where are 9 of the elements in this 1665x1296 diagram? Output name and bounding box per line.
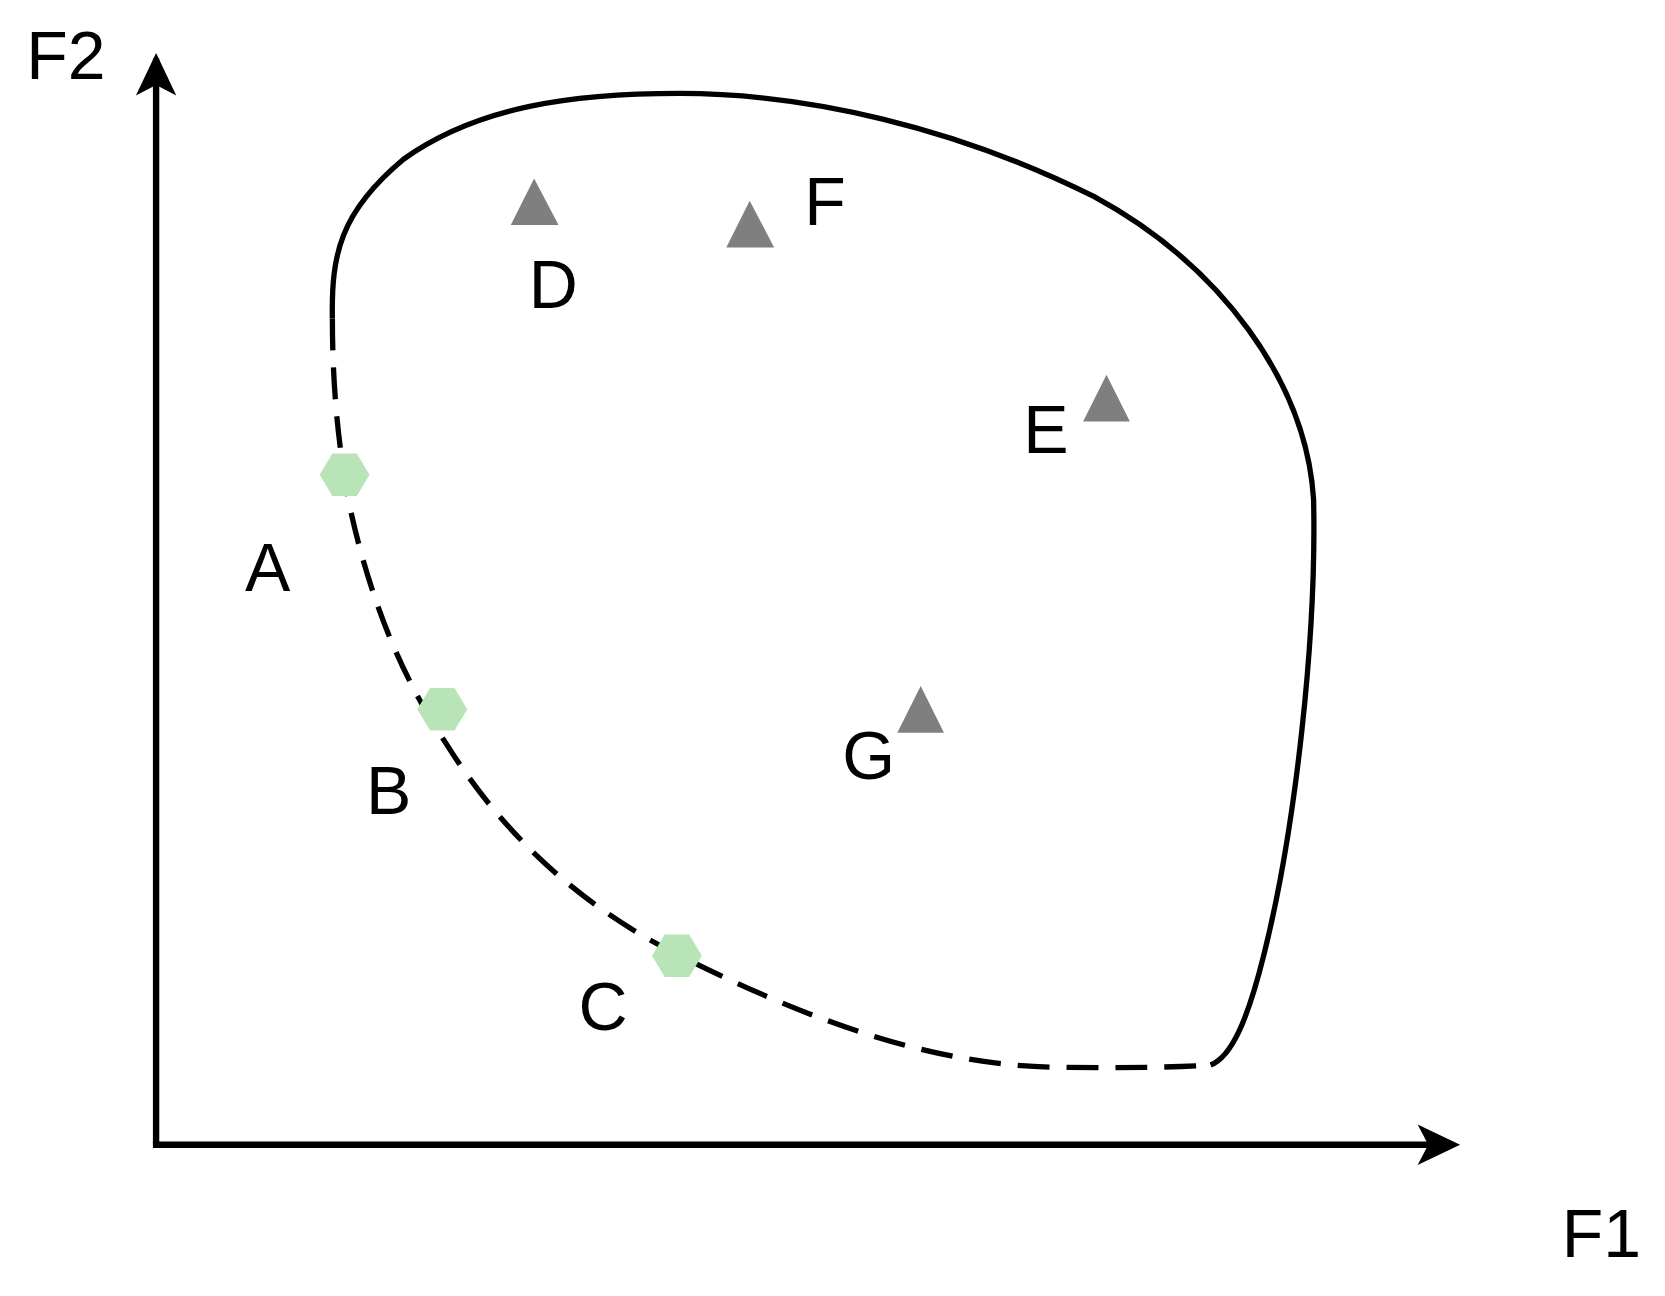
- point-label: E: [1023, 396, 1069, 465]
- point-label: F: [804, 167, 846, 236]
- point-label: B: [366, 757, 412, 826]
- point-label: A: [244, 534, 291, 603]
- axis-label: F2: [26, 21, 106, 90]
- point-label: G: [842, 722, 896, 791]
- point-label: C: [578, 972, 628, 1041]
- point-label: D: [528, 250, 578, 319]
- axis-label: F1: [1561, 1199, 1641, 1268]
